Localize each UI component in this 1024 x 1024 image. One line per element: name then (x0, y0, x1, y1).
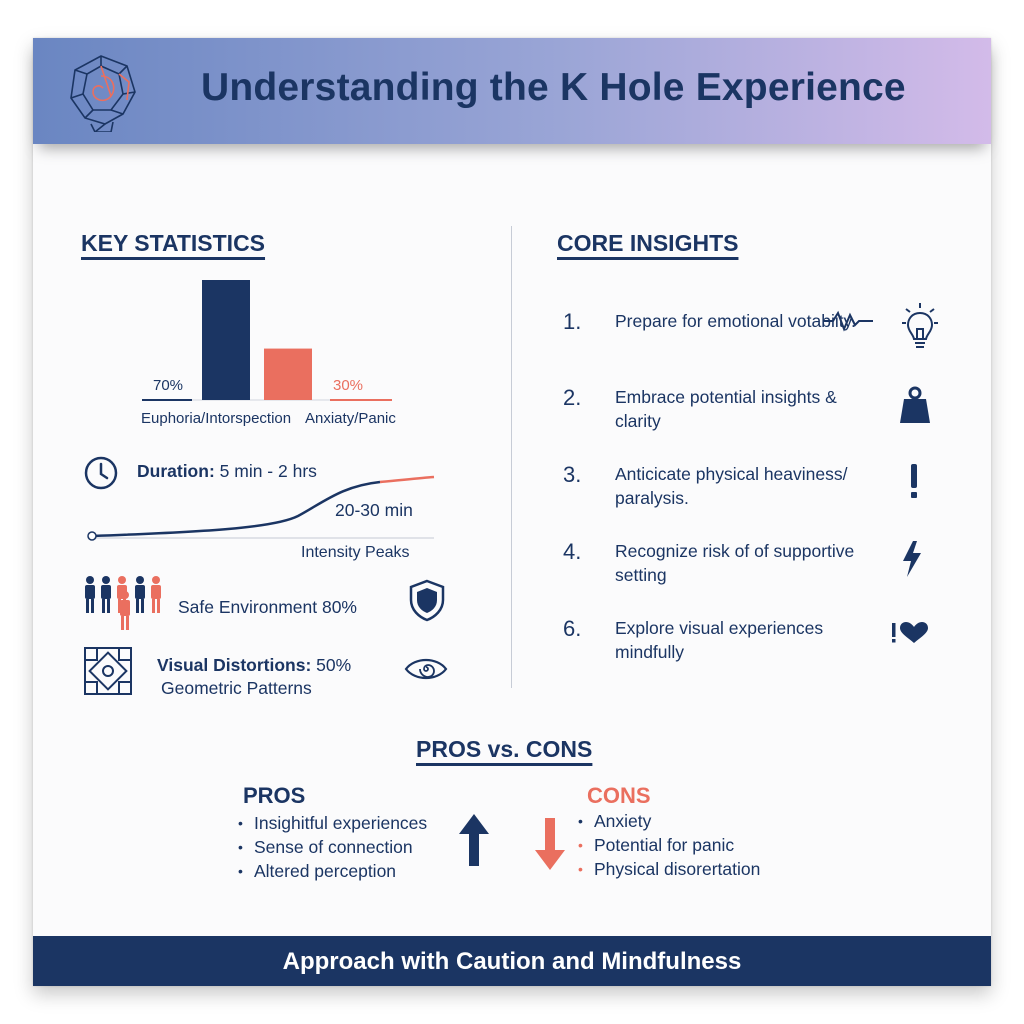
spiral-eye-icon (403, 654, 449, 684)
peak-time: 20-30 min (335, 500, 413, 520)
pros-item: Insighitful experiences (238, 811, 427, 835)
bar-category-label-1: Euphoria/Intorspection (141, 410, 292, 427)
pros-item: Sense of connection (238, 835, 427, 859)
clock-icon (83, 455, 119, 491)
insight-text-5: Explore visual experiences mindfully (615, 618, 824, 662)
core-insights-title: CORE INSIGHTS (557, 230, 739, 256)
bar-value-label-2: 30% (333, 377, 363, 394)
visual-distortions-value: 50% (316, 655, 352, 675)
geometric-head-logo-icon (61, 52, 141, 132)
insight-number-5: 6. (563, 616, 582, 641)
cons-item: Physical disorertation (578, 857, 760, 881)
pros-item: Altered perception (238, 859, 427, 883)
footer-banner: Approach with Caution and Mindfulness (33, 936, 991, 986)
weight-icon (899, 385, 931, 425)
lightning-icon (899, 539, 925, 579)
bar-value-label-1: 70% (153, 377, 183, 394)
insight-text-4: Recognize risk of of supportive setting (615, 541, 855, 585)
lightbulb-icon (901, 301, 939, 351)
infographic-card (33, 38, 991, 986)
page-title: Understanding the K Hole Experience (201, 66, 906, 109)
arrow-down-icon (533, 816, 567, 872)
shield-icon (407, 578, 447, 622)
bar-2 (264, 348, 312, 400)
exclamation-heart-icon (889, 620, 931, 646)
arrow-up-icon (457, 812, 491, 868)
insight-number-4: 4. (563, 539, 582, 564)
duration-row: Duration: 5 min - 2 hrs (137, 461, 317, 482)
insight-text-1: Prepare for emotional votabiity. (615, 311, 856, 331)
insight-text-3: Anticicate physical heaviness/ paralysis… (615, 464, 848, 508)
footer-text: Approach with Caution and Mindfulness (282, 948, 742, 975)
column-divider (511, 226, 512, 688)
bar-chart: 70% 30% (130, 270, 410, 430)
geometric-patterns-label: Geometric Patterns (161, 678, 312, 698)
bar-category-label-2: Anxiaty/Panic (305, 410, 396, 427)
pros-title: PROS (243, 783, 306, 808)
people-group-icon (82, 573, 168, 631)
visual-distortions-label: Visual Distortions: (157, 655, 312, 675)
duration-value: 5 min - 2 hrs (219, 461, 317, 481)
intensity-label: Intensity Peaks (301, 544, 410, 561)
cons-list: Anxiety Potential for panic Physical dis… (578, 809, 760, 881)
key-statistics-title: KEY STATISTICS (81, 230, 266, 256)
cons-item: Potential for panic (578, 833, 760, 857)
insight-number-3: 3. (563, 462, 582, 487)
insight-text-2: Embrace potential insights & clarity (615, 387, 837, 431)
exclamation-icon (906, 462, 922, 502)
cons-item: Anxiety (578, 809, 760, 833)
insight-number-1: 1. (563, 309, 582, 334)
insight-number-2: 2. (563, 385, 582, 410)
header-banner: Understanding the K Hole Experience (33, 38, 991, 144)
geometric-pattern-icon (83, 646, 133, 696)
cons-title: CONS (587, 783, 651, 808)
duration-label: Duration: (137, 461, 215, 481)
intensity-curve (84, 472, 444, 544)
visual-distortions-row: Visual Distortions: 50% (157, 655, 351, 676)
pros-list: Insighitful experiences Sense of connect… (238, 811, 427, 883)
pros-cons-title: PROS vs. CONS (416, 736, 593, 762)
heartbeat-icon (821, 309, 875, 333)
bar-1 (202, 280, 250, 400)
safe-environment-stat: Safe Environment 80% (178, 597, 357, 617)
